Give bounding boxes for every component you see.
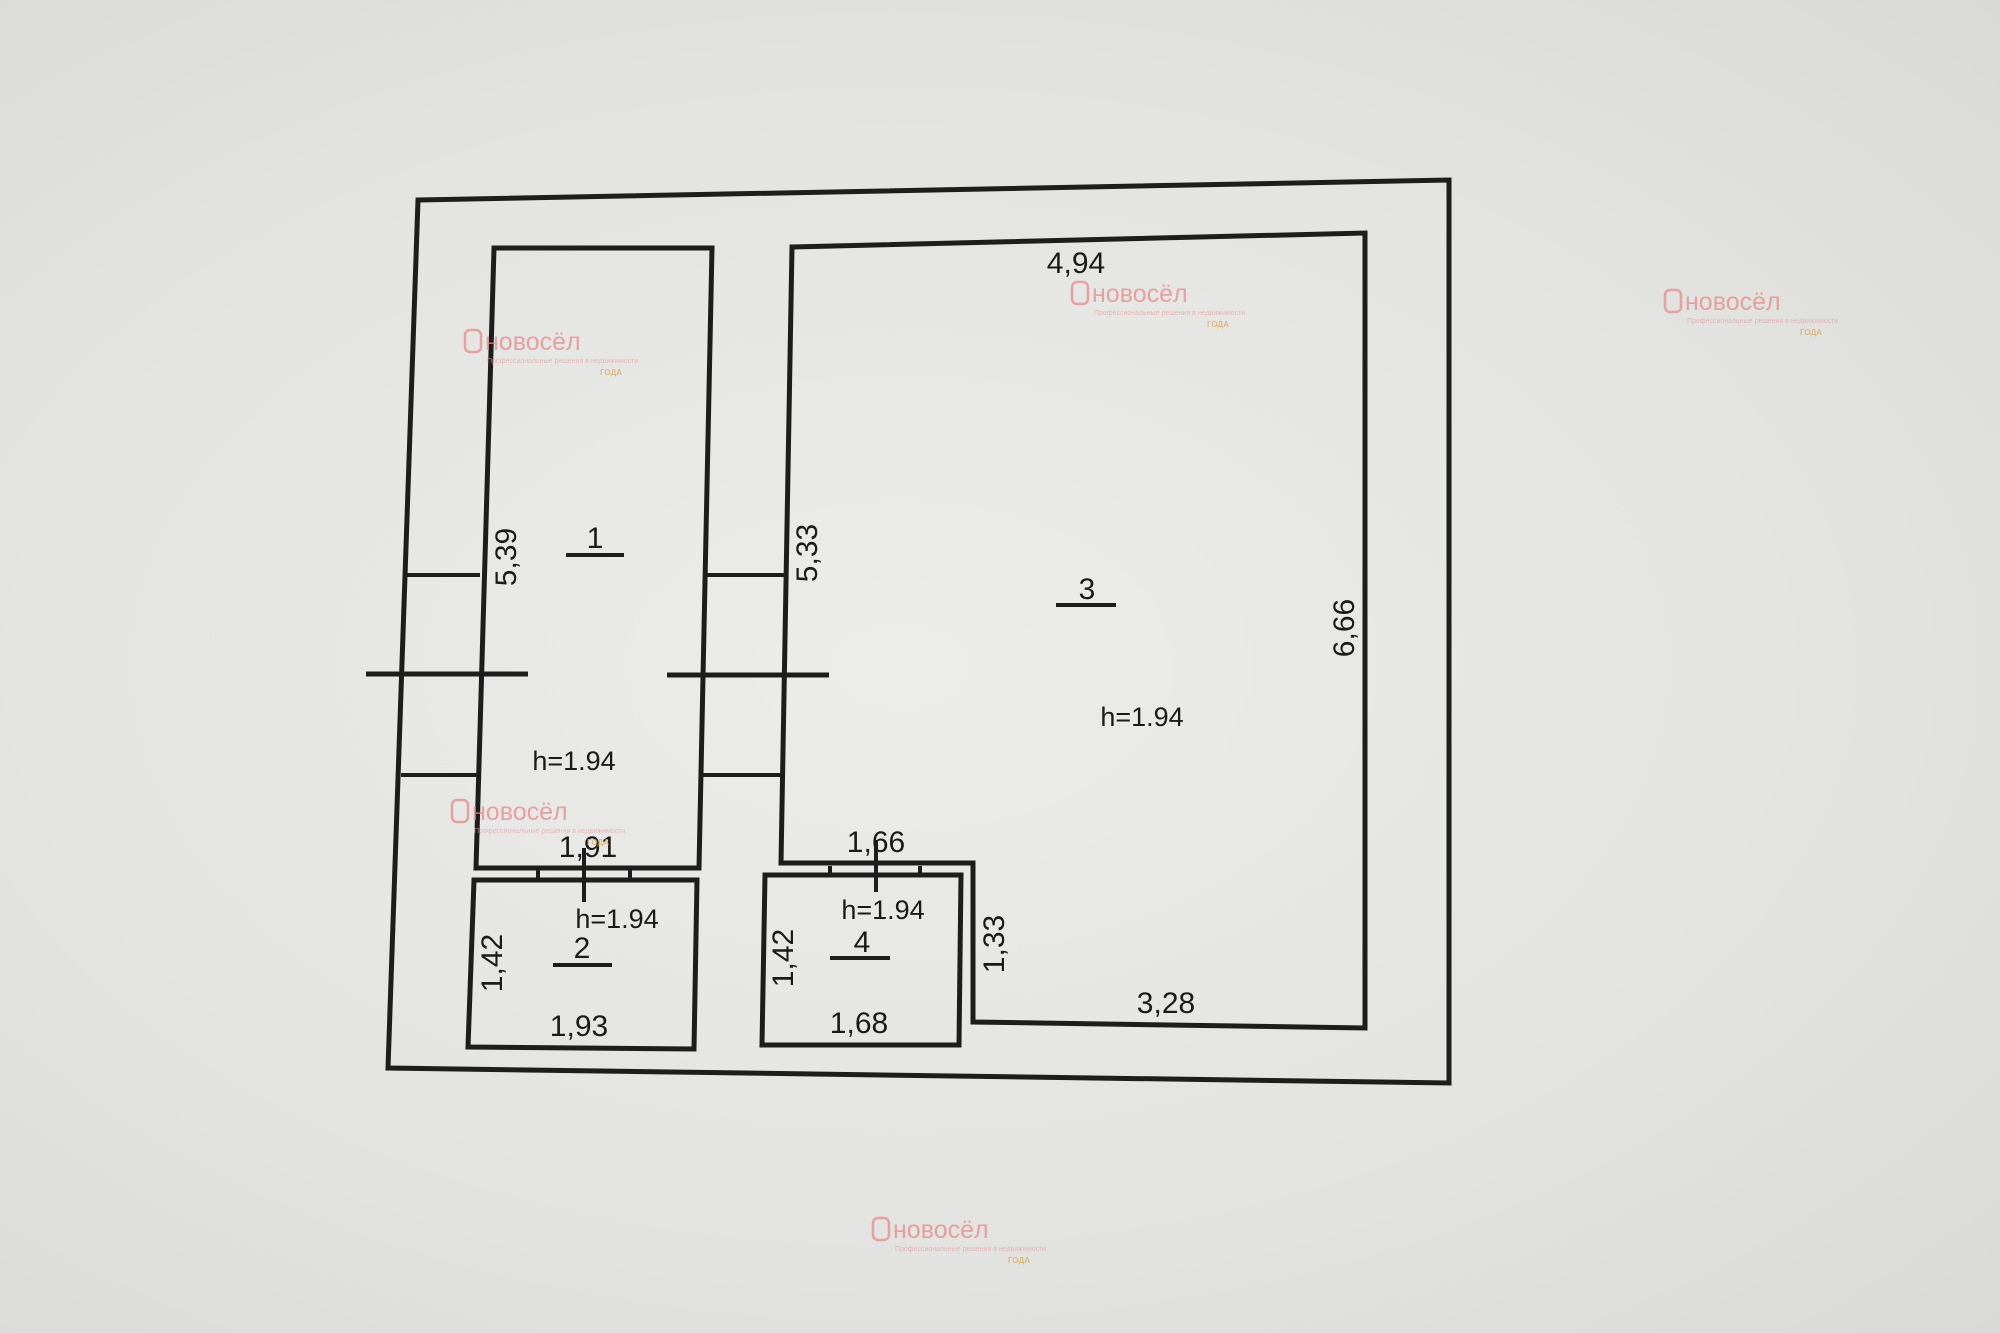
svg-text:ГОДА: ГОДА [1800, 328, 1822, 337]
room-4-number: 4 [854, 926, 871, 959]
room-4-top-dim: 1,66 [847, 826, 905, 859]
svg-text:Профессиональные решения в нед: Профессиональные решения в недвижимости [487, 358, 638, 365]
svg-text:новосёл: новосёл [1685, 288, 1781, 316]
room-3-right-dim: 6,66 [1328, 599, 1361, 657]
room-2-bottom-dim: 1,93 [550, 1010, 608, 1043]
room-3-top-dim: 4,94 [1047, 247, 1105, 280]
room-2-outline [465, 877, 700, 1052]
room-3-height: h=1.94 [1100, 702, 1183, 732]
svg-text:Профессиональные решения в нед: Профессиональные решения в недвижимости [895, 1246, 1046, 1253]
svg-text:новосёл: новосёл [472, 798, 568, 826]
room-2-number: 2 [574, 932, 591, 965]
svg-text:ГОДА: ГОДА [1008, 1256, 1030, 1265]
room-4-outline [759, 872, 964, 1048]
room-3-outline [778, 230, 1368, 1031]
room-2-side-dim: 1,42 [476, 934, 509, 992]
watermark-logo: новосёл Профессиональные решения в недви… [450, 798, 625, 847]
watermark-logo: новосёл Профессиональные решения в недви… [463, 328, 638, 377]
room-1-number: 1 [587, 522, 604, 555]
outer-wall [385, 177, 1452, 1086]
room-4-side-dim: 1,42 [767, 929, 800, 987]
room-1-height: h=1.94 [532, 746, 615, 776]
watermark-logo: новосёл Профессиональные решения в недви… [1663, 288, 1838, 337]
svg-text:ГОДА: ГОДА [1207, 320, 1229, 329]
room-4-height: h=1.94 [841, 895, 924, 925]
watermark-logo: новосёл Профессиональные решения в недви… [871, 1216, 1046, 1265]
room-3-left-dim: 5,33 [791, 524, 824, 582]
svg-text:ГОДА: ГОДА [600, 368, 622, 377]
room-3-notch-dim: 1,33 [978, 915, 1011, 973]
room-1-outline [473, 245, 715, 871]
svg-text:Профессиональные решения в нед: Профессиональные решения в недвижимости [1687, 318, 1838, 325]
svg-text:Профессиональные решения в нед: Профессиональные решения в недвижимости [474, 828, 625, 835]
svg-text:новосёл: новосёл [1092, 280, 1188, 308]
svg-text:ГОДА: ГОДА [587, 838, 609, 847]
room-1-side-dim: 5,39 [490, 528, 523, 586]
svg-text:новосёл: новосёл [893, 1216, 989, 1244]
watermark-logo: новосёл Профессиональные решения в недви… [1070, 280, 1245, 329]
room-1-bottom-dim: 1,91 [559, 831, 617, 864]
room-3-bottom-dim: 3,28 [1137, 987, 1195, 1020]
room-2-height: h=1.94 [575, 904, 658, 934]
svg-text:Профессиональные решения в нед: Профессиональные решения в недвижимости [1094, 310, 1245, 317]
svg-text:новосёл: новосёл [485, 328, 581, 356]
room-3-number: 3 [1079, 573, 1096, 606]
room-4-bottom-dim: 1,68 [830, 1007, 888, 1040]
